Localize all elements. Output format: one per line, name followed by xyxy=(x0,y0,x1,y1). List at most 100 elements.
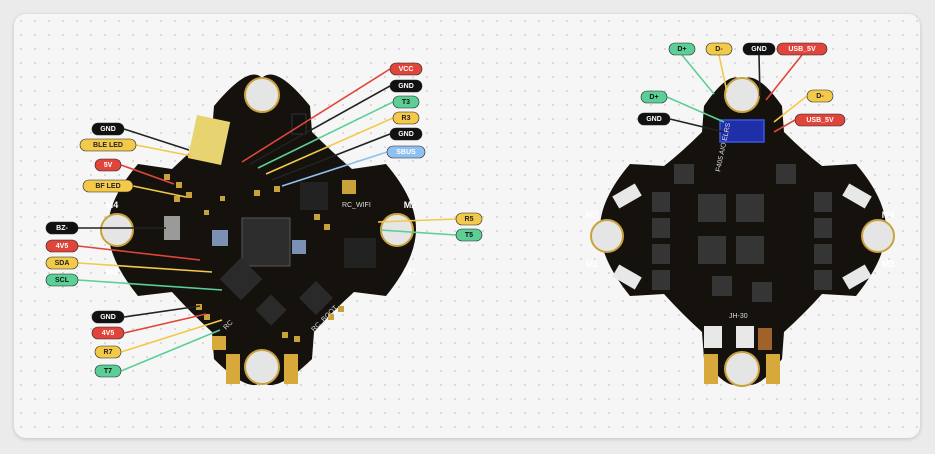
wire-sbus-1-5 xyxy=(281,151,388,187)
wire-t7-0-11 xyxy=(120,329,221,372)
wire-t3-1-2 xyxy=(257,101,394,169)
pin-label-t5: T5 xyxy=(455,228,483,242)
pin-label-pill xyxy=(389,79,423,93)
wire-gnd-0-8 xyxy=(123,305,201,318)
left-motor-label-m3: M3 xyxy=(106,267,119,277)
pin-label-text: T3 xyxy=(402,99,410,106)
wire-5v-0-2 xyxy=(120,164,175,185)
wire-t5-1-7 xyxy=(379,229,457,236)
pin-label-r3: R3 xyxy=(392,111,420,125)
pin-label-bf-led: BF LED xyxy=(82,179,134,193)
pin-label-r5: R5 xyxy=(455,212,483,226)
pin-label-pill xyxy=(455,212,483,226)
pin-label-d-: D- xyxy=(806,89,834,103)
pin-label-pill xyxy=(794,113,846,127)
right-motor-label-m3: M3 xyxy=(882,259,895,269)
pin-label-pill xyxy=(640,90,668,104)
wire-4v5-0-5 xyxy=(77,245,201,261)
pin-label-text: D+ xyxy=(677,46,686,53)
pin-label-pill xyxy=(45,273,79,287)
pin-label-gnd: GND xyxy=(742,42,776,56)
left-motor-label-m1: M1 xyxy=(404,267,417,277)
silk-rc-wifi: RC_WIFI xyxy=(342,202,371,209)
wire-d--3-0 xyxy=(666,96,725,123)
wire-gnd-0-0 xyxy=(123,128,190,151)
pin-label-pill xyxy=(94,345,122,359)
pin-label-pill xyxy=(94,364,122,378)
pin-label-pill xyxy=(386,145,426,159)
pin-label-pill xyxy=(455,228,483,242)
pin-label-text: R7 xyxy=(104,349,113,356)
left-board: RC_WIFI RC RC_BOOT M4 M2 M3 M1 xyxy=(100,74,417,386)
pin-label-d-: D- xyxy=(705,42,733,56)
right-board: F405 AIO ELRS JH-30 M2 M1 M4 M3 xyxy=(586,77,895,387)
pin-label-pill xyxy=(392,111,420,125)
wire-gnd-1-4 xyxy=(271,133,391,181)
pin-label-pill xyxy=(94,158,122,172)
wire-d--3-2 xyxy=(773,95,808,123)
pin-label-scl: SCL xyxy=(45,273,79,287)
pin-label-text: 5V xyxy=(104,162,113,169)
wire-gnd-3-1 xyxy=(669,118,725,133)
pin-label-pill xyxy=(389,127,423,141)
pin-label-pill xyxy=(91,326,125,340)
pin-label-ble-led: BLE LED xyxy=(79,138,137,152)
pin-label-t3: T3 xyxy=(392,95,420,109)
pin-label-text: GND xyxy=(398,83,414,90)
pin-label-text: GND xyxy=(646,116,662,123)
wire-4v5-0-9 xyxy=(123,313,207,334)
wire-bf-led-0-3 xyxy=(132,185,187,198)
pin-label-pill xyxy=(389,62,423,76)
wire-d--2-1 xyxy=(718,54,728,93)
pin-label-d-: D+ xyxy=(668,42,696,56)
right-components xyxy=(612,119,872,350)
pin-label-usb-5v: USB_5V xyxy=(776,42,828,56)
pin-label-usb-5v: USB_5V xyxy=(794,113,846,127)
pin-label-pill xyxy=(637,112,671,126)
wire-vcc-1-0 xyxy=(241,68,391,163)
pin-label-t7: T7 xyxy=(94,364,122,378)
right-motor-label-m1: M1 xyxy=(586,259,599,269)
pin-label-text: GND xyxy=(398,131,414,138)
pin-label-pill xyxy=(742,42,776,56)
pin-label-text: T5 xyxy=(465,232,473,239)
pin-label-d-: D+ xyxy=(640,90,668,104)
left-components xyxy=(164,113,376,350)
pin-label-sbus: SBUS xyxy=(386,145,426,159)
pin-label-vcc: VCC xyxy=(389,62,423,76)
pin-label-text: R3 xyxy=(402,115,411,122)
wire-gnd-2-2 xyxy=(758,54,761,97)
left-motor-label-m2: M2 xyxy=(404,200,417,210)
pinout-diagram: RC_WIFI RC RC_BOOT M4 M2 M3 M1 xyxy=(45,42,895,387)
pin-label-text: USB_5V xyxy=(806,117,834,124)
pin-label-bz-: BZ- xyxy=(45,221,79,235)
wire-r3-1-3 xyxy=(265,117,394,175)
pin-label-text: 4V5 xyxy=(56,243,69,250)
wire-gnd-1-1 xyxy=(249,85,391,165)
pin-label-text: GND xyxy=(100,126,116,133)
pin-label-text: GND xyxy=(100,314,116,321)
pin-label-gnd: GND xyxy=(91,310,125,324)
pin-label-text: D+ xyxy=(649,94,658,101)
pin-label-pill xyxy=(45,221,79,235)
pin-label-pill xyxy=(392,95,420,109)
pin-label-4v5: 4V5 xyxy=(45,239,79,253)
right-motor-label-m4: M4 xyxy=(882,210,895,220)
pin-label-pill xyxy=(806,89,834,103)
pin-label-pill xyxy=(91,122,125,136)
pin-label-pill xyxy=(91,310,125,324)
wire-r7-0-10 xyxy=(120,319,223,353)
right-board-pcb xyxy=(600,77,886,386)
pin-label-4v5: 4V5 xyxy=(91,326,125,340)
wire-r5-1-6 xyxy=(377,218,457,223)
pin-label-text: R5 xyxy=(465,216,474,223)
connector-wires xyxy=(77,54,808,372)
pin-label-gnd: GND xyxy=(389,127,423,141)
pin-label-pill xyxy=(668,42,696,56)
pin-label-text: GND xyxy=(751,46,767,53)
pin-label-pill xyxy=(776,42,828,56)
right-motor-label-m2: M2 xyxy=(586,210,599,220)
pin-label-5v: 5V xyxy=(94,158,122,172)
pin-label-pill xyxy=(705,42,733,56)
pin-label-text: BZ- xyxy=(56,225,68,232)
